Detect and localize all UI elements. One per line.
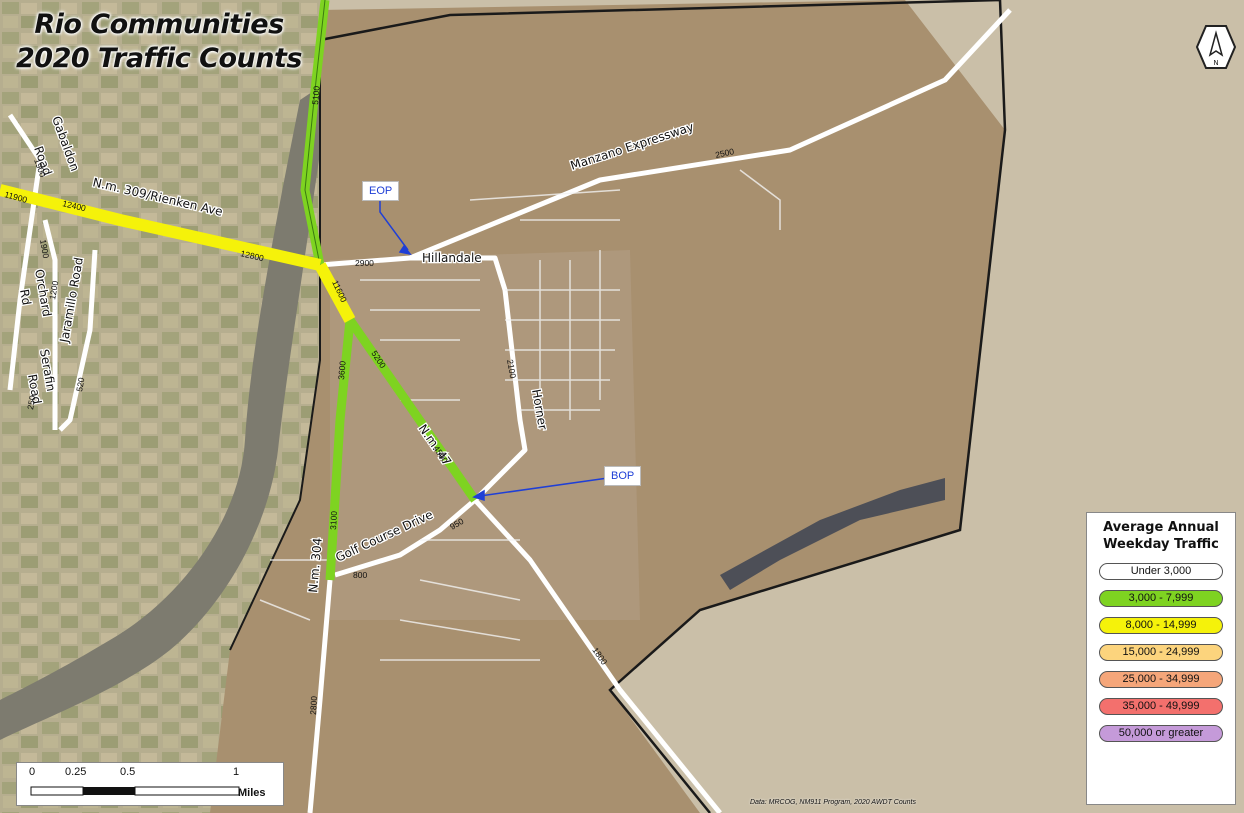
river-channel <box>0 80 330 740</box>
count-2500: 2500 <box>714 146 735 160</box>
legend-item-3000-7999: 3,000 - 7,999 <box>1099 590 1223 607</box>
legend-item-25000-34999: 25,000 - 34,999 <box>1099 671 1223 688</box>
scale-bar: 0 0.25 0.5 1 Miles <box>16 762 284 806</box>
farmland-area <box>0 0 320 813</box>
road-label-hillandale: Hillandale <box>422 251 482 265</box>
count-800: 800 <box>353 570 367 580</box>
road-label-nm304: N.m. 304 <box>306 537 325 593</box>
north-arrow-icon: N <box>1196 25 1236 69</box>
count-3100: 3100 <box>328 510 339 530</box>
road-label-serafin-road: Road <box>25 373 44 405</box>
legend-title-line1: Average Annual <box>1103 520 1219 535</box>
count-250: 250 <box>25 394 37 410</box>
map-title-line1: Rio Communities <box>34 9 284 40</box>
solar-field <box>720 478 945 590</box>
count-520: 520 <box>74 376 86 392</box>
count-1200: 1200 <box>47 280 60 301</box>
road-label-orchard-rd: Rd <box>17 288 34 306</box>
count-2100: 2100 <box>505 359 518 380</box>
map-title: Rio Communities 2020 Traffic Counts <box>14 8 304 76</box>
count-1900b: 1900 <box>38 239 51 260</box>
legend-item-15000-24999: 15,000 - 24,999 <box>1099 644 1223 661</box>
legend-title-line2: Weekday Traffic <box>1103 537 1219 552</box>
scale-tick-025: 0.25 <box>65 766 87 778</box>
legend-item-under-3000: Under 3,000 <box>1099 563 1223 580</box>
north-label: N <box>1213 59 1218 67</box>
legend-item-8000-14999: 8,000 - 14,999 <box>1099 617 1223 634</box>
legend: Average Annual Weekday Traffic Under 3,0… <box>1086 512 1236 805</box>
map-title-line2: 2020 Traffic Counts <box>16 43 302 74</box>
scale-tick-0: 0 <box>29 766 36 778</box>
yellow-roads <box>0 184 356 323</box>
scale-bar-graphic <box>30 786 240 796</box>
data-credit: Data: MRCOG, NM911 Program, 2020 AWDT Co… <box>750 799 916 806</box>
scale-tick-05: 0.5 <box>120 766 136 778</box>
residential-area <box>330 250 640 620</box>
callout-arrows <box>379 200 609 502</box>
legend-item-35000-49999: 35,000 - 49,999 <box>1099 698 1223 715</box>
count-3600: 3600 <box>336 360 348 380</box>
legend-item-50000-plus: 50,000 or greater <box>1099 725 1223 742</box>
local-roads <box>7 8 1012 813</box>
count-2900: 2900 <box>355 258 374 268</box>
legend-title: Average Annual Weekday Traffic <box>1087 519 1235 553</box>
scale-unit: Miles <box>238 787 266 799</box>
green-roads-outline <box>304 0 326 266</box>
city-boundary <box>319 0 1007 813</box>
city-boundary-west <box>229 40 321 651</box>
count-2800: 2800 <box>308 695 319 715</box>
callout-eop: EOP <box>362 181 400 201</box>
callout-bop: BOP <box>604 466 642 486</box>
scale-tick-1: 1 <box>233 766 240 778</box>
count-5100: 5100 <box>310 85 322 105</box>
